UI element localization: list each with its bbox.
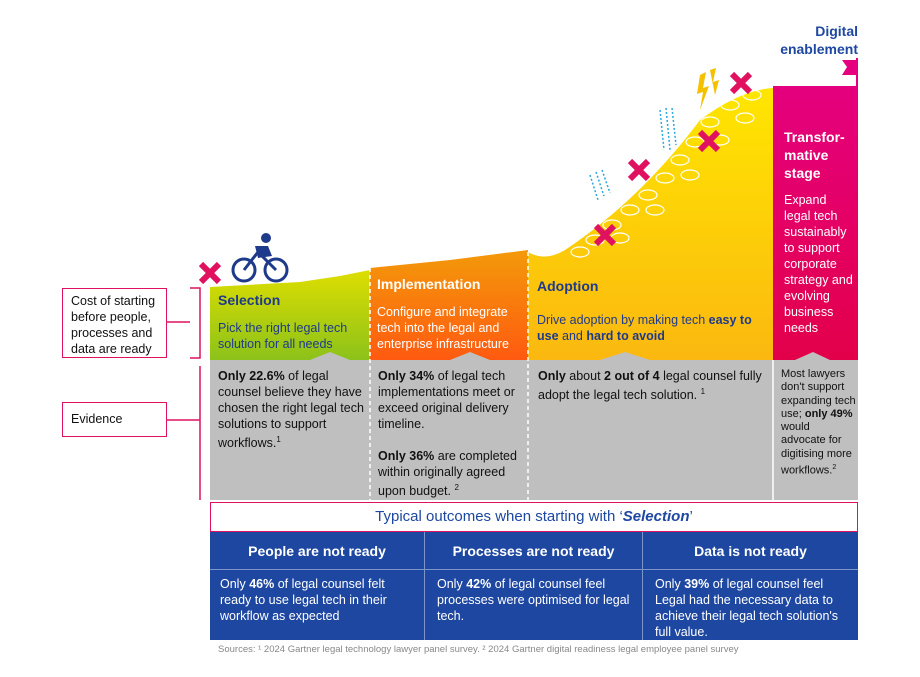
implementation-bg <box>370 250 528 360</box>
header-processes: Processes are not ready <box>425 532 643 570</box>
sources-footnote: Sources: ¹ 2024 Gartner legal technology… <box>218 644 739 655</box>
selection-bg <box>210 270 370 360</box>
evidence-adoption: Only about 2 out of 4 legal counsel full… <box>538 369 762 403</box>
cell-people: Only 46% of legal counsel felt ready to … <box>210 570 425 640</box>
bicycle-icon <box>231 249 289 283</box>
stage-transformative: Transfor-mative stage Expand legal tech … <box>784 129 853 335</box>
cell-data: Only 39% of legal counsel feel Legal had… <box>655 577 839 639</box>
outcomes-table: People are not ready Processes are not r… <box>210 532 858 640</box>
evidence-selection: Only 22.6% of legal counsel believe they… <box>218 369 364 451</box>
evidence-transformative: Most lawyers don't support expanding tec… <box>781 368 856 477</box>
stage-selection: Selection Pick the right legal tech solu… <box>218 292 348 351</box>
cell-processes: Only 42% of legal counsel feel processes… <box>425 570 643 640</box>
outcomes-title: Typical outcomes when starting with ‘Sel… <box>210 502 858 532</box>
stage-implementation: Implementation Configure and integrate t… <box>377 276 510 351</box>
evidence-label: Evidence <box>62 402 167 437</box>
transformative-bg <box>773 86 858 360</box>
stage-adoption: Adoption Drive adoption by making tech e… <box>537 278 752 343</box>
header-people: People are not ready <box>210 532 425 570</box>
rain-icon <box>589 107 677 201</box>
evidence-implementation: Only 34% of legal tech implementations m… <box>378 369 517 499</box>
evidence-bg <box>210 360 858 500</box>
close-x-icons <box>198 71 753 285</box>
header-data: Data is not ready <box>643 532 858 570</box>
adoption-bg <box>528 88 773 360</box>
bracket-lines <box>167 287 201 500</box>
lightning-icon <box>697 68 719 110</box>
cost-label: Cost of starting before people, processe… <box>62 288 167 358</box>
stone-pattern <box>570 89 762 258</box>
flag-icon <box>842 60 856 75</box>
